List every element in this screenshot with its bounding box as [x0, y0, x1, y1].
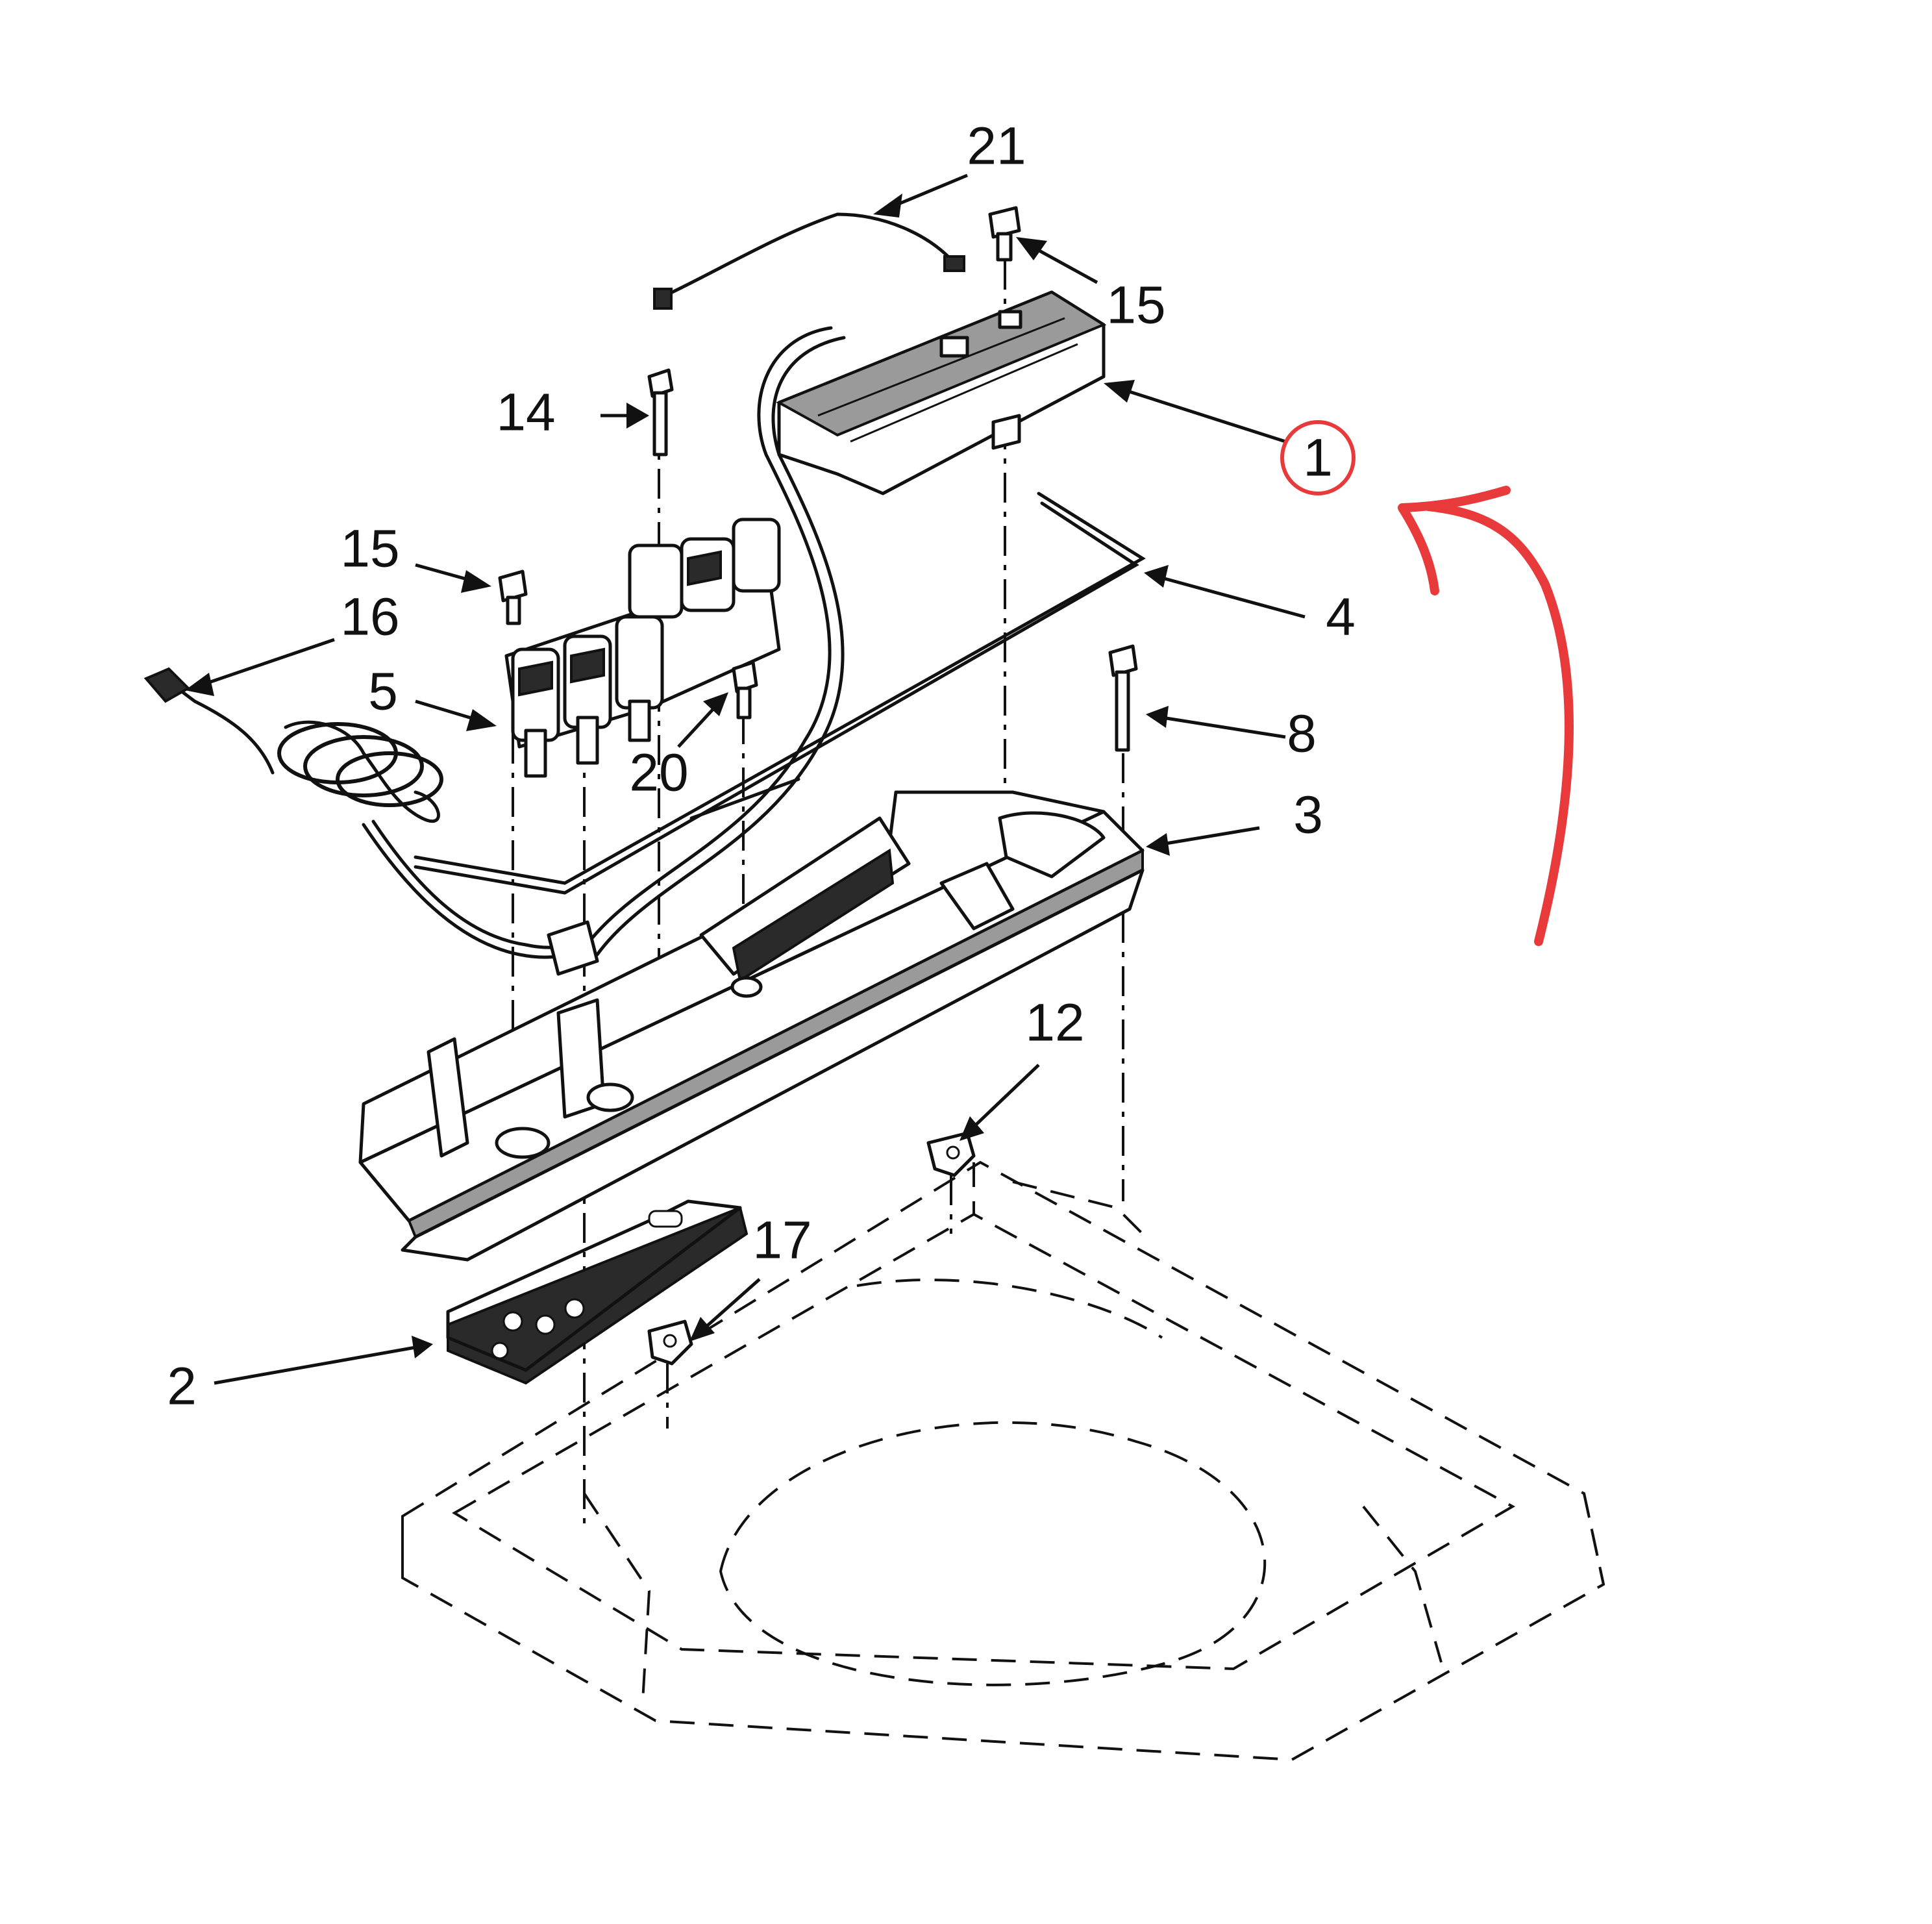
callout-15-left: 15: [340, 519, 399, 579]
callout-1-highlight-ring: [1280, 420, 1356, 495]
clip-17: [647, 1319, 693, 1366]
highlight-annotation: [1280, 420, 1574, 946]
screw-8: [1108, 644, 1138, 752]
pressure-hose: [143, 667, 599, 976]
screw-20: [732, 660, 758, 719]
screw-15-left: [498, 569, 528, 625]
callout-2: 2: [167, 1357, 197, 1416]
base-frame-outline: [401, 1160, 1605, 1762]
callout-5: 5: [368, 662, 398, 721]
callout-17: 17: [752, 1211, 811, 1270]
console-housing: [358, 790, 1145, 1262]
callout-1: 1: [1303, 429, 1333, 488]
control-board: [776, 290, 1107, 495]
rod: [414, 492, 1146, 895]
screw-15-top: [988, 206, 1021, 262]
wire-harness: [653, 212, 965, 310]
callout-15-top: 15: [1106, 276, 1165, 335]
leader-lines: [185, 173, 1306, 1385]
mounting-plate: [446, 1199, 749, 1385]
red-curved-arrow: [1424, 502, 1574, 946]
red-arrowhead: [1398, 486, 1511, 595]
callout-20: 20: [629, 743, 688, 803]
water-valve: [504, 518, 781, 778]
callout-8: 8: [1287, 705, 1317, 764]
screw-14: [647, 368, 674, 456]
callout-16: 16: [340, 588, 399, 647]
callout-labels: 21 15 1 14 15 16 5 20 4 8 3 12 17 2: [167, 117, 1356, 1416]
callout-14: 14: [496, 383, 555, 442]
callout-3: 3: [1293, 786, 1323, 845]
callout-12: 12: [1025, 993, 1084, 1053]
clip-12: [926, 1131, 976, 1177]
callout-21: 21: [967, 117, 1026, 176]
callout-4: 4: [1326, 588, 1356, 647]
